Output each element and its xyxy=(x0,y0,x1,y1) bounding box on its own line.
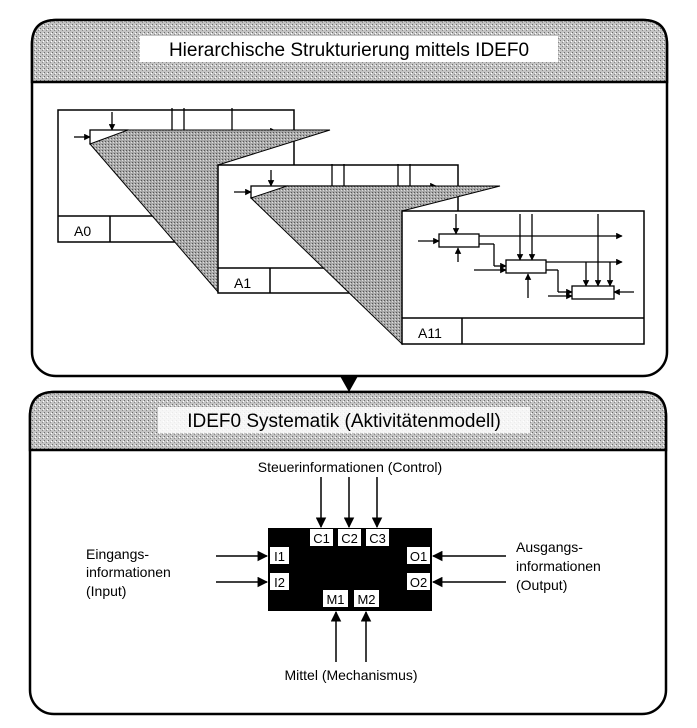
mechanism-caption: Mittel (Mechanismus) xyxy=(284,667,417,683)
input-caption-line-1: Eingangs- xyxy=(86,546,149,562)
panel-connector-arrow-icon xyxy=(340,376,358,392)
output-caption-line-2: informationen xyxy=(516,558,601,574)
diagram-a11-label: A11 xyxy=(418,325,442,341)
output-caption-line-1: Ausgangs- xyxy=(516,539,583,555)
input-caption-line-3: (Input) xyxy=(86,583,126,599)
bottom-panel-title-bg xyxy=(158,407,530,433)
expansion-wedge-a0-a1 xyxy=(89,129,331,294)
mechanism-label-m1: M1 xyxy=(326,592,344,607)
bottom-panel: IDEF0 Systematik (Aktivitätenmodell) Ste… xyxy=(28,390,668,716)
mechanism-tag-m1 xyxy=(323,590,348,607)
mechanism-tag-m2 xyxy=(354,590,379,607)
input-label-i2: I2 xyxy=(274,575,285,590)
diagram-a11-frame xyxy=(401,210,645,345)
output-caption-line-3: (Output) xyxy=(516,577,567,593)
input-tag-i1 xyxy=(270,547,289,564)
control-tag-c1 xyxy=(310,529,333,546)
bottom-panel-title: IDEF0 Systematik (Aktivitätenmodell) xyxy=(187,411,501,432)
diagram-a0-label: A0 xyxy=(74,223,91,239)
top-panel-title: Hierarchische Strukturierung mittels IDE… xyxy=(169,40,529,61)
input-tag-i2 xyxy=(270,573,289,590)
output-label-o2: O2 xyxy=(410,575,427,590)
input-caption-line-2: informationen xyxy=(86,564,171,580)
control-label-c1: C1 xyxy=(313,531,330,546)
top-panel-title-bg xyxy=(140,36,558,62)
input-label-i1: I1 xyxy=(274,549,285,564)
top-panel: Hierarchische Strukturierung mittels IDE… xyxy=(30,18,669,378)
diagram-a1-label: A1 xyxy=(234,275,251,291)
diagram-a11: A11 xyxy=(401,210,645,345)
output-tag-o2 xyxy=(407,573,430,590)
expansion-wedge-a1-a11 xyxy=(250,185,501,346)
output-label-o1: O1 xyxy=(410,549,427,564)
control-caption: Steuerinformationen (Control) xyxy=(258,459,442,475)
control-tag-c2 xyxy=(338,529,361,546)
mechanism-label-m2: M2 xyxy=(357,592,375,607)
control-label-c3: C3 xyxy=(369,531,386,546)
control-label-c2: C2 xyxy=(341,531,358,546)
output-tag-o1 xyxy=(407,547,430,564)
control-tag-c3 xyxy=(366,529,389,546)
